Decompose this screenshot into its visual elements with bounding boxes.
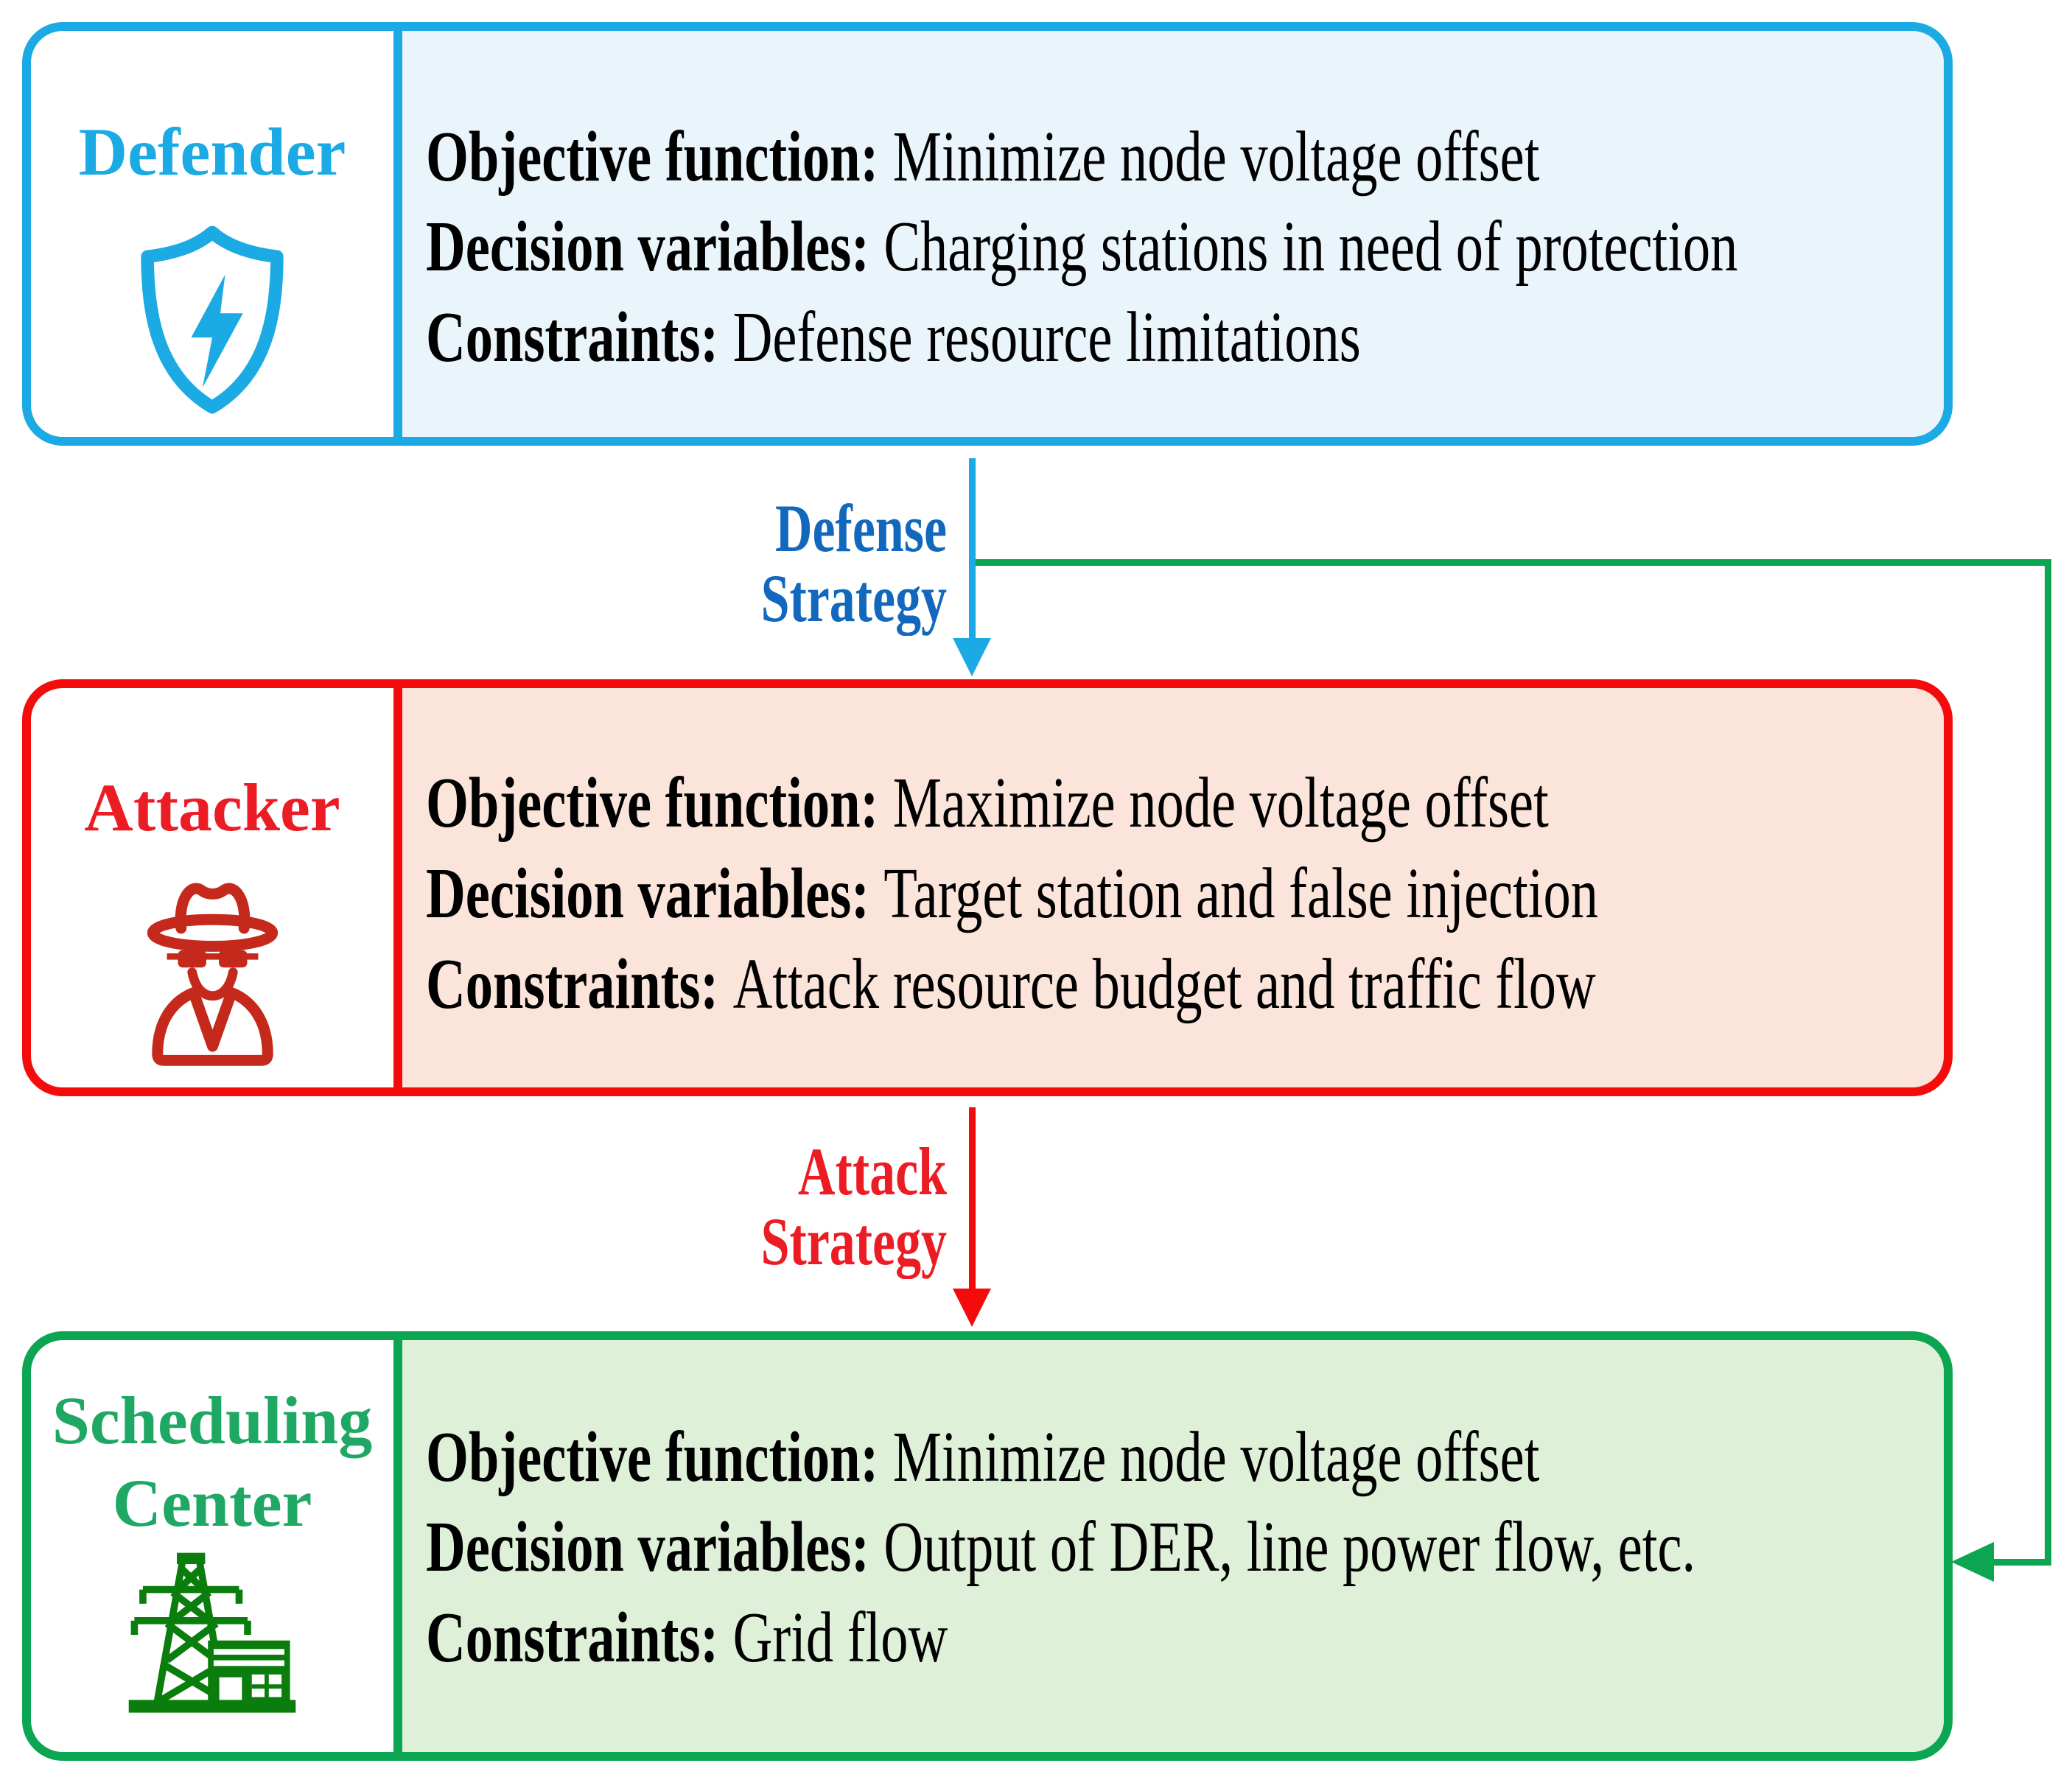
attacker-decision-label: Decision variables:: [426, 854, 869, 933]
attacker-title: Attacker: [84, 770, 340, 845]
scheduling-title-line2: Center: [112, 1465, 312, 1541]
defender-constraints-row: Constraints:Defense resource limitations: [426, 292, 1656, 382]
scheduling-constraints-text: Grid flow: [732, 1598, 948, 1678]
defender-decision-label: Decision variables:: [426, 207, 869, 287]
feedback-line-horizontal-bottom: [1992, 1559, 2051, 1566]
scheduling-objective-label: Objective function:: [426, 1417, 879, 1497]
scheduling-decision-label: Decision variables:: [426, 1507, 869, 1587]
attack-strategy-label-line2: Strategy: [760, 1204, 947, 1279]
attacker-objective-text: Maximize node voltage offset: [892, 763, 1549, 843]
defender-box-fill: [402, 31, 1944, 437]
scheduling-objective-row: Objective function:Minimize node voltage…: [426, 1412, 1891, 1502]
scheduling-center-title: Scheduling Center: [31, 1379, 393, 1544]
defender-decision-row: Decision variables:Charging stations in …: [426, 202, 2072, 292]
attack-strategy-arrow: [969, 1107, 976, 1290]
defender-constraints-label: Constraints:: [426, 298, 719, 377]
defender-title: Defender: [78, 114, 346, 189]
defense-strategy-label-line2: Strategy: [760, 561, 947, 636]
attacker-decision-row: Decision variables:Target station and fa…: [426, 849, 1968, 939]
defender-objective-text: Minimize node voltage offset: [892, 117, 1540, 197]
attacker-box-divider: [393, 688, 402, 1087]
attacker-objective-label: Objective function:: [426, 763, 879, 843]
scheduling-center-box-divider: [393, 1340, 402, 1752]
attacker-constraints-row: Constraints:Attack resource budget and t…: [426, 939, 1965, 1029]
attacker-box: [22, 679, 1953, 1096]
scheduling-decision-text: Output of DER, line power flow, etc.: [883, 1507, 1696, 1587]
attack-strategy-label: Attack Strategy: [637, 1137, 947, 1277]
scheduling-center-box: [22, 1331, 1953, 1761]
defense-strategy-arrowhead-icon: [953, 638, 991, 676]
defender-box: [22, 22, 1953, 446]
scheduling-objective-text: Minimize node voltage offset: [892, 1417, 1540, 1497]
scheduling-constraints-label: Constraints:: [426, 1598, 719, 1678]
feedback-arrowhead-icon: [1951, 1542, 1994, 1582]
spy-icon: [147, 883, 279, 1066]
defense-strategy-label-line1: Defense: [775, 491, 947, 566]
attacker-constraints-text: Attack resource budget and traffic flow: [732, 944, 1596, 1024]
attack-strategy-label-line1: Attack: [798, 1134, 947, 1209]
scheduling-title-line1: Scheduling: [52, 1383, 373, 1458]
attacker-box-fill: [402, 688, 1944, 1087]
defender-objective-row: Objective function:Minimize node voltage…: [426, 112, 1891, 202]
scheduling-constraints-row: Constraints:Grid flow: [426, 1593, 1113, 1683]
attacker-decision-text: Target station and false injection: [883, 854, 1598, 933]
power-grid-icon: [128, 1552, 296, 1713]
attack-strategy-arrowhead-icon: [953, 1289, 991, 1327]
defender-box-divider: [393, 31, 402, 437]
defense-strategy-label: Defense Strategy: [637, 494, 947, 634]
defender-objective-label: Objective function:: [426, 117, 879, 197]
attacker-constraints-label: Constraints:: [426, 944, 719, 1024]
attacker-objective-row: Objective function:Maximize node voltage…: [426, 758, 1903, 848]
defense-strategy-arrow: [969, 458, 976, 639]
shield-lightning-icon: [141, 225, 284, 414]
scheduling-center-box-fill: [402, 1340, 1944, 1752]
defender-decision-text: Charging stations in need of protection: [883, 207, 1738, 287]
feedback-line-horizontal-top: [972, 559, 2051, 566]
scheduling-decision-row: Decision variables:Output of DER, line p…: [426, 1502, 2072, 1592]
defender-constraints-text: Defense resource limitations: [732, 298, 1361, 377]
feedback-line-vertical: [2045, 559, 2051, 1566]
